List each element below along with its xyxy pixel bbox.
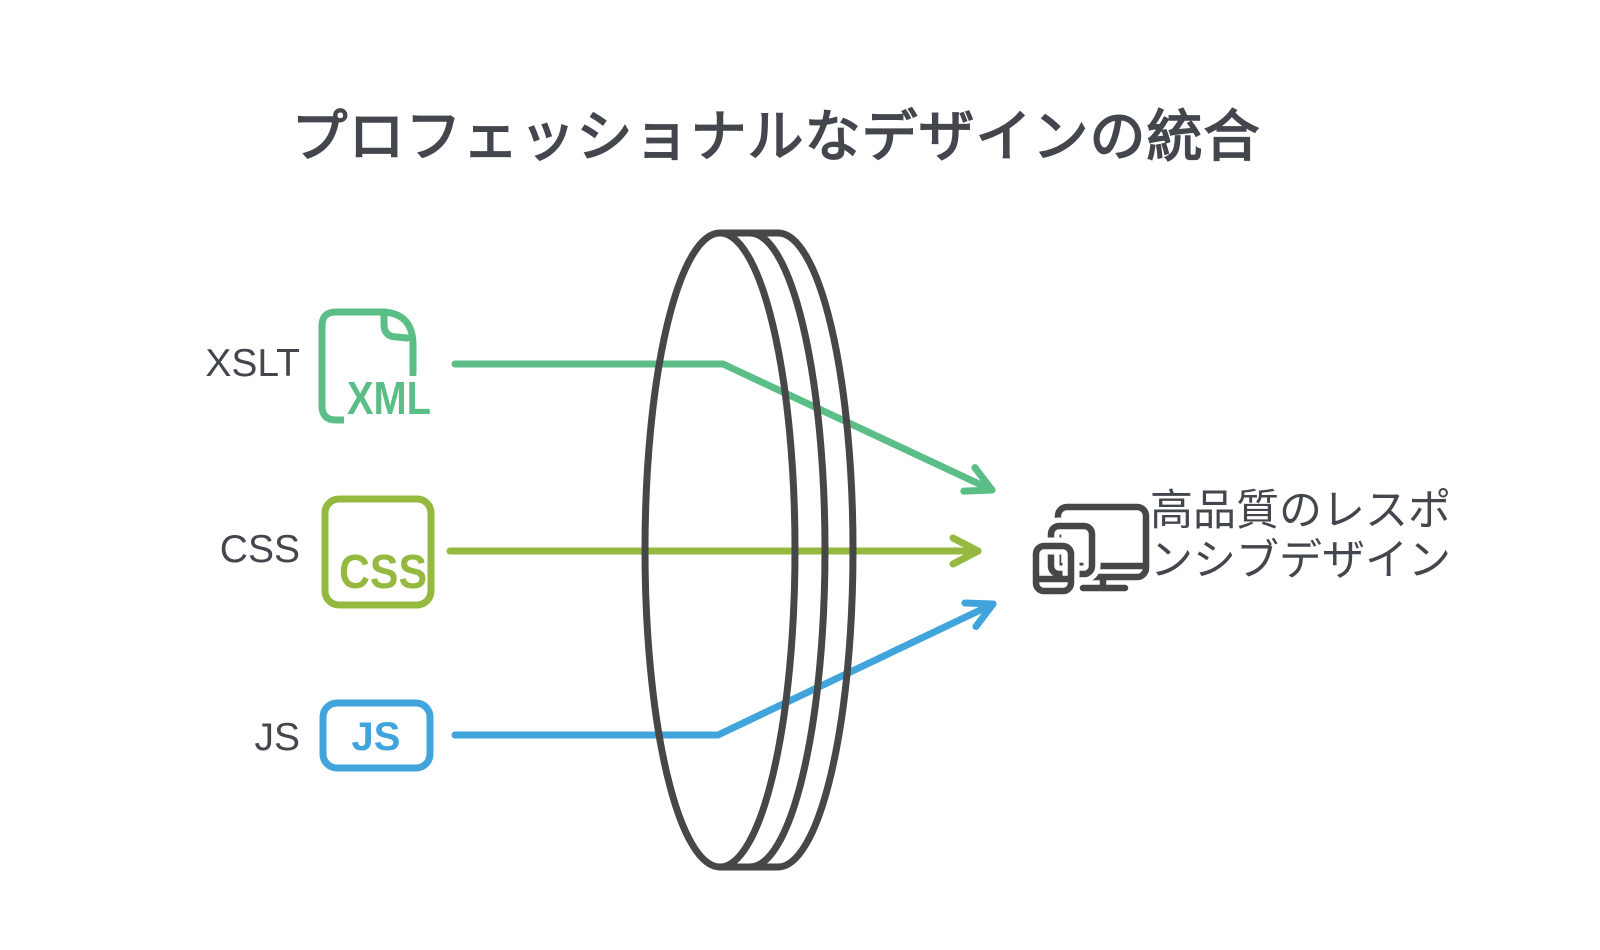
output-label: 高品質のレスポ ンシブデザイン bbox=[1150, 486, 1451, 586]
css-box-icon: CSS bbox=[321, 495, 435, 609]
source-label-xslt: XSLT bbox=[205, 342, 300, 385]
svg-text:CSS: CSS bbox=[339, 546, 427, 599]
output-label-line2: ンシブデザイン bbox=[1150, 537, 1451, 585]
xslt-arrow bbox=[451, 360, 996, 495]
svg-text:JS: JS bbox=[352, 715, 401, 759]
js-arrow bbox=[451, 599, 997, 739]
page-title: プロフェッショナルなデザインの統合 bbox=[291, 105, 1261, 168]
svg-text:XML: XML bbox=[347, 372, 431, 424]
xml-file-icon: XML bbox=[318, 308, 434, 426]
output-label-line1: 高品質のレスポ bbox=[1150, 487, 1451, 535]
responsive-devices-icon bbox=[1027, 503, 1150, 600]
js-box-icon: JS bbox=[319, 699, 434, 772]
source-label-js: JS bbox=[254, 716, 300, 759]
lens-icon bbox=[641, 229, 857, 871]
source-label-css: CSS bbox=[219, 528, 300, 571]
